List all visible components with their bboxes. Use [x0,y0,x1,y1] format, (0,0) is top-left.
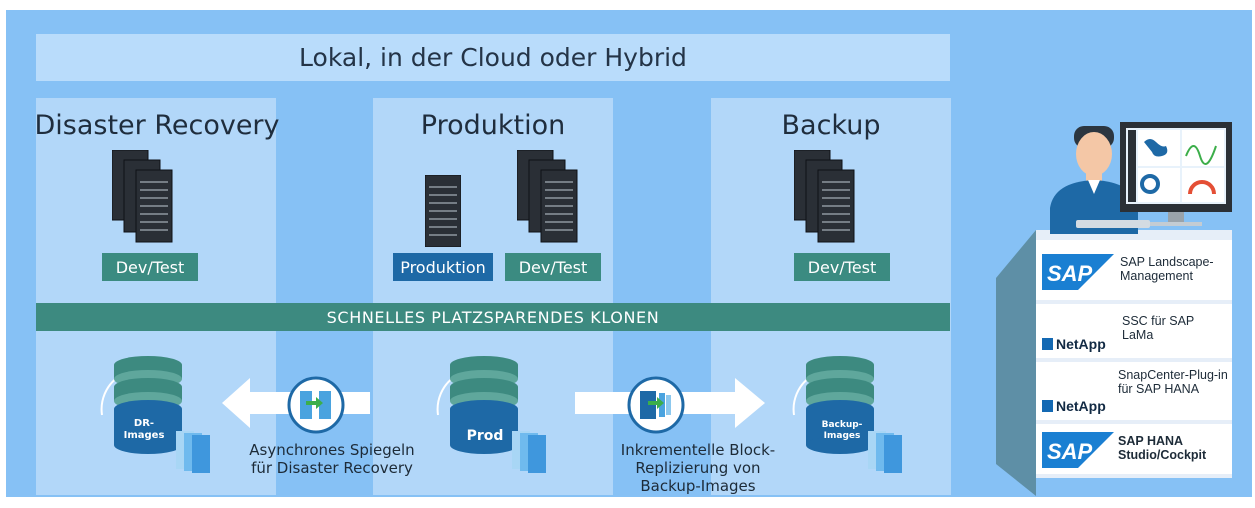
database-icon-dr [100,356,210,473]
netapp-logo-icon: NetApp [1042,336,1106,352]
server-stack-icon-dr [112,150,173,243]
netapp-logo-text-2: NetApp [1056,398,1106,414]
db-label-backup: Backup-Images [821,420,863,441]
svg-text:SAP: SAP [1047,261,1093,286]
tool-row-snapcenter: NetApp SnapCenter-Plug-in für SAP HANA [1036,362,1232,420]
page-title: Lokal, in der Cloud oder Hybrid [36,34,950,81]
tool-stack-side-panel [996,230,1036,496]
server-icon-prod [425,175,461,247]
db-label-prod: Prod [466,428,504,444]
database-icon-backup [792,356,902,473]
tool-label-ssc-lama: SSC für SAP LaMa [1122,314,1195,342]
server-stack-icon-backup [794,150,855,243]
tool-row-sap-hana-studio: SAP SAP HANA Studio/Cockpit [1036,424,1232,474]
column-title-produktion: Produktion [420,110,566,141]
sap-logo-icon: SAP [1042,254,1114,290]
dev-test-tag-dr: Dev/Test [102,253,198,281]
tool-row-ssc-lama: NetApp SSC für SAP LaMa [1036,304,1232,358]
tool-label-sap-hana-studio: SAP HANA Studio/Cockpit [1118,434,1207,462]
sap-logo-icon-2: SAP [1042,432,1114,468]
netapp-logo-text: NetApp [1056,336,1106,352]
block-replication-icon [627,376,685,434]
produktion-tag: Produktion [393,253,493,281]
netapp-logo-icon-2: NetApp [1042,398,1106,414]
db-label-dr: DR-Images [123,418,165,441]
database-icon-prod [436,356,546,473]
caption-block-replication: Inkrementelle Block-Replizierung von Bac… [620,441,776,495]
dev-test-tag-backup: Dev/Test [794,253,890,281]
tool-label-snapcenter: SnapCenter-Plug-in für SAP HANA [1118,368,1228,396]
server-stack-icon-prod [517,150,578,243]
column-title-backup: Backup [781,110,881,141]
tool-row-sap-lama: SAP SAP Landscape-Management [1036,240,1232,300]
column-produktion: Produktion [373,98,613,495]
svg-text:SAP: SAP [1047,439,1093,464]
caption-async-mirror: Asynchrones Spiegeln für Disaster Recove… [249,441,415,477]
dev-test-tag-prod: Dev/Test [505,253,601,281]
async-mirror-icon [287,376,345,434]
cloning-band: SCHNELLES PLATZSPARENDES KLONEN [36,303,950,331]
column-title-disaster-recovery: Disaster Recovery [34,110,280,141]
tool-label-sap-lama: SAP Landscape-Management [1120,255,1214,283]
user-at-computer-icon [1050,122,1232,234]
